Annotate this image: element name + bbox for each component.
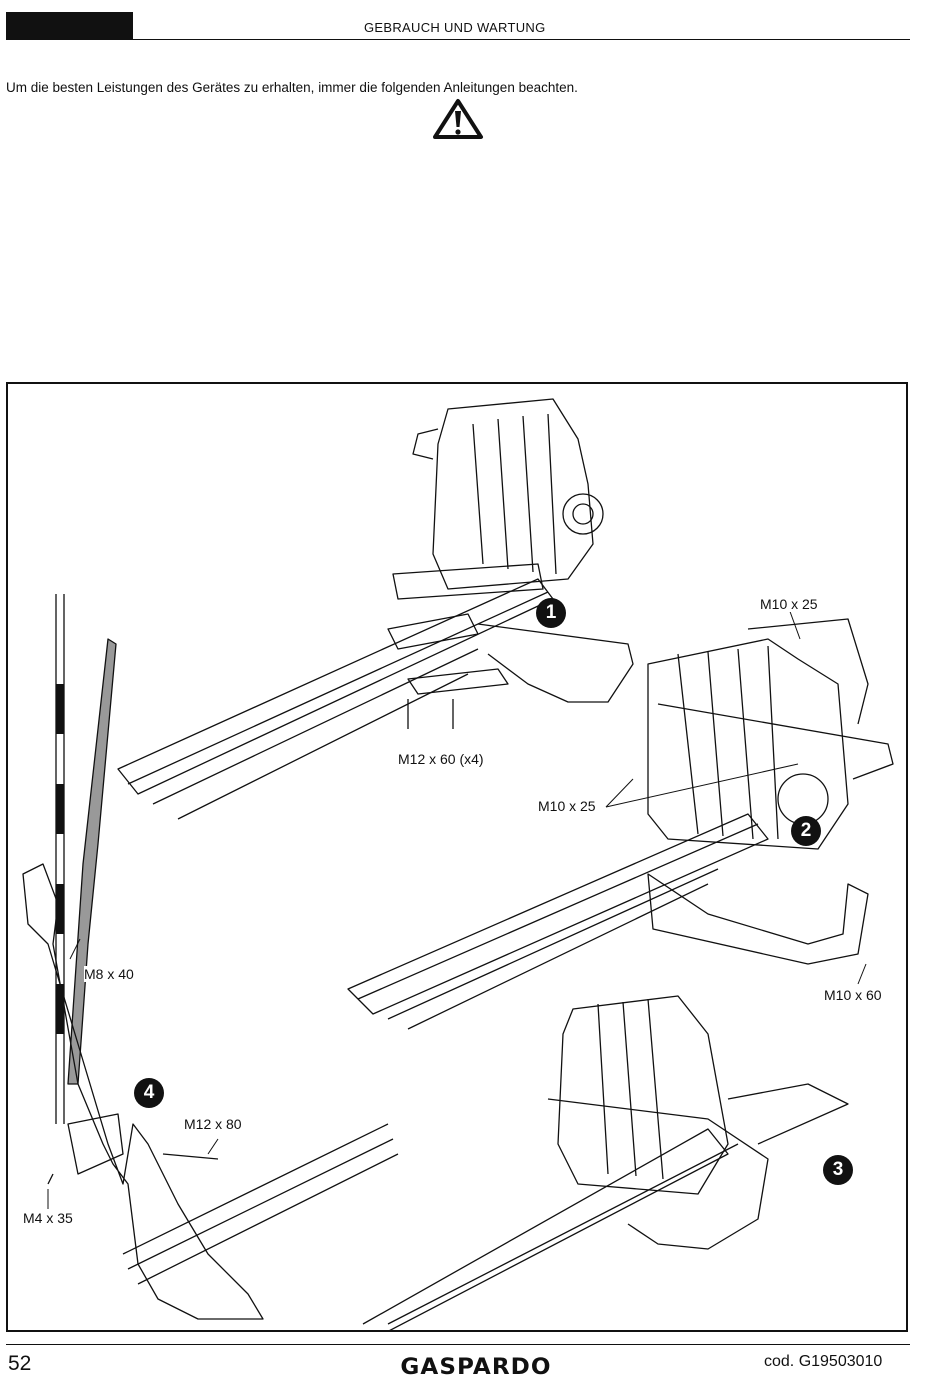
label-m12x60: M12 x 60 (x4) (398, 751, 484, 767)
footer-rule (6, 1344, 910, 1345)
intro-text: Um die besten Leistungen des Gerätes zu … (6, 80, 578, 95)
label-m4x35: M4 x 35 (23, 1210, 73, 1226)
header-black-block (6, 12, 133, 39)
label-m10x25-top: M10 x 25 (760, 596, 818, 612)
step-3-marker: 3 (823, 1155, 853, 1185)
step-1-marker: 1 (536, 598, 566, 628)
label-m10x25-mid: M10 x 25 (538, 798, 596, 814)
page-number: 52 (8, 1352, 31, 1376)
brand-logo: GASPARDO (400, 1355, 551, 1380)
label-m8x40: M8 x 40 (84, 966, 134, 982)
step-4-marker: 4 (134, 1078, 164, 1108)
header-rule (6, 39, 910, 40)
document-code: cod. G19503010 (764, 1353, 882, 1371)
header-title: GEBRAUCH UND WARTUNG (364, 20, 546, 35)
label-m12x80: M12 x 80 (184, 1116, 242, 1132)
warning-icon (432, 98, 484, 140)
assembly-drawing (8, 384, 908, 1332)
label-m10x60: M10 x 60 (824, 987, 882, 1003)
step-2-marker: 2 (791, 816, 821, 846)
assembly-figure: M10 x 25 M12 x 60 (x4) M10 x 25 M8 x 40 … (6, 382, 908, 1332)
